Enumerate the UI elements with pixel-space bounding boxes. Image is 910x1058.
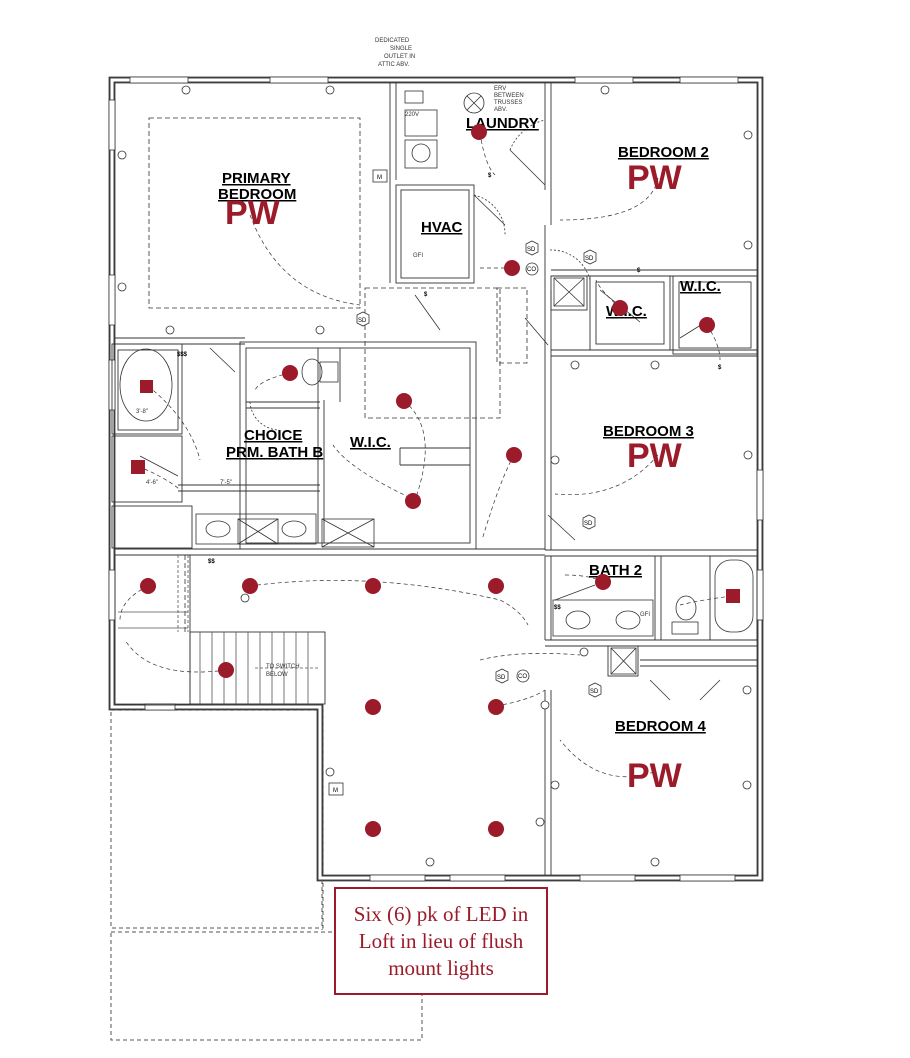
- smoke-detector-icon: SD: [358, 318, 367, 324]
- smoke-detector-icon: SD: [584, 521, 593, 527]
- note-box: Six (6) pk of LED in Loft in lieu of flu…: [334, 887, 548, 995]
- meter-label: M: [377, 175, 382, 181]
- dedicated-outlet-note: ATTIC ABV.: [378, 62, 410, 68]
- room-label-choice-bath: PRM. BATH B: [226, 444, 323, 461]
- smoke-detector-icon: SD: [585, 256, 594, 262]
- erv-icon: [463, 92, 485, 114]
- switch-icon: $: [488, 173, 492, 179]
- switch-icon: $: [637, 268, 641, 274]
- erv-note: BETWEEN: [494, 93, 524, 99]
- pw-mark: PW: [627, 159, 683, 197]
- dedicated-outlet-note: DEDICATED: [375, 38, 410, 44]
- triple-switch-icon: $$$: [177, 352, 188, 358]
- switch-note: TO SWITCH: [266, 664, 300, 670]
- room-label-hvac: HVAC: [421, 219, 463, 236]
- light-fixtures: [131, 124, 740, 837]
- outlets: [117, 85, 753, 867]
- dimension-label: 7'-5": [220, 480, 232, 486]
- smoke-detector-icon: SD: [527, 247, 536, 253]
- meter-boxes: [328, 169, 388, 796]
- pw-mark: PW: [627, 437, 683, 475]
- room-label-bath-2: BATH 2: [589, 562, 642, 579]
- doors: [139, 119, 721, 701]
- switch-icon: $: [424, 292, 428, 298]
- double-switch-icon: $$: [554, 605, 561, 611]
- fixtures: [119, 109, 754, 637]
- closet-boxes: [237, 90, 637, 675]
- smoke-detector-icon: SD: [590, 689, 599, 695]
- gfi-label: GFI: [413, 253, 423, 259]
- switch-note: BELOW: [266, 672, 288, 678]
- detectors: [356, 240, 602, 698]
- voltage-label: 220V: [405, 112, 419, 118]
- erv-note: TRUSSES: [494, 100, 522, 106]
- dedicated-outlet-note: OUTLET IN: [384, 54, 415, 60]
- pw-mark: PW: [627, 757, 683, 795]
- interior-walls: [111, 83, 758, 875]
- room-label-primary-bedroom: BEDROOM: [218, 186, 296, 203]
- double-switch-icon: $$: [208, 559, 215, 565]
- meter-label: M: [333, 788, 338, 794]
- room-label-primary-bedroom: PRIMARY: [222, 170, 291, 187]
- switch-icon: $: [718, 365, 722, 371]
- dimension-label: 3'-8": [136, 409, 148, 415]
- erv-note: ERV: [494, 86, 506, 92]
- room-label-bedroom-4: BEDROOM 4: [615, 718, 707, 735]
- note-text: Six (6) pk of LED in Loft in lieu of flu…: [353, 901, 529, 980]
- pw-mark: PW: [225, 194, 281, 232]
- room-label-bedroom-2: BEDROOM 2: [618, 144, 709, 161]
- smoke-detector-icon: SD: [497, 675, 506, 681]
- co-detector-icon: CO: [527, 267, 536, 273]
- gfi-label: GFI: [640, 612, 650, 618]
- erv-note: ABV.: [494, 107, 507, 113]
- dimension-label: 4'-6": [146, 480, 158, 486]
- room-label-choice-bath: CHOICE: [244, 427, 302, 444]
- room-label-wic: W.I.C.: [350, 434, 391, 451]
- room-label-bedroom-3: BEDROOM 3: [603, 423, 694, 440]
- co-detector-icon: CO: [518, 674, 527, 680]
- ceiling-outlines: [148, 117, 528, 632]
- stairs: [118, 555, 320, 704]
- dedicated-outlet-note: SINGLE: [390, 46, 412, 52]
- room-label-wic: W.I.C.: [680, 278, 721, 295]
